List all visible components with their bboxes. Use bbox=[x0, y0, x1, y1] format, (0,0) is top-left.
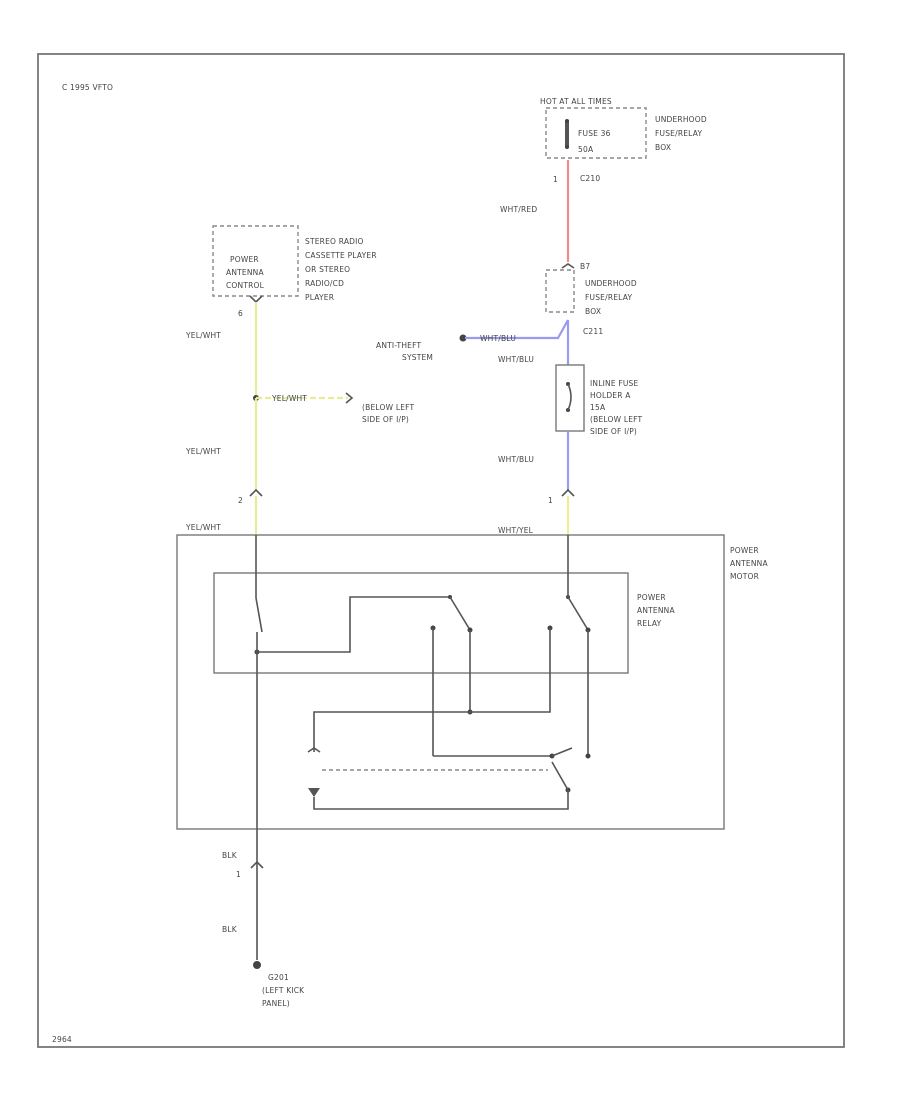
svg-text:MOTOR: MOTOR bbox=[730, 572, 759, 581]
wire-wht-blu-theft bbox=[465, 319, 569, 340]
svg-text:UNDERHOOD: UNDERHOOD bbox=[655, 115, 707, 124]
wire-label-blk-2: BLK bbox=[222, 925, 238, 934]
fuse-36 bbox=[565, 120, 569, 148]
hot-at-all-times-label: HOT AT ALL TIMES bbox=[540, 97, 612, 106]
copyright-label: C 1995 VFTO bbox=[62, 83, 113, 92]
pin-c210: 1 bbox=[553, 175, 558, 184]
svg-text:PLAYER: PLAYER bbox=[305, 293, 334, 302]
svg-text:INLINE FUSE: INLINE FUSE bbox=[590, 379, 639, 388]
svg-text:ANTENNA: ANTENNA bbox=[730, 559, 768, 568]
diagram-frame bbox=[37, 53, 845, 1048]
svg-text:POWER: POWER bbox=[637, 593, 666, 602]
svg-text:POWER: POWER bbox=[230, 255, 259, 264]
svg-text:15A: 15A bbox=[590, 403, 606, 412]
svg-text:ANTENNA: ANTENNA bbox=[226, 268, 264, 277]
svg-text:BOX: BOX bbox=[655, 143, 671, 152]
wire-label-yel-wht-1: YEL/WHT bbox=[185, 331, 221, 340]
stereo-radio: POWER ANTENNA CONTROL STEREO RADIO CASSE… bbox=[212, 225, 377, 304]
wire-label-yel-wht-3: YEL/WHT bbox=[185, 523, 221, 532]
connector-b7: B7 bbox=[580, 262, 590, 271]
wire-label-wht-red: WHT/RED bbox=[500, 205, 537, 214]
power-antenna-motor-box bbox=[176, 534, 725, 830]
anti-theft-label-2: SYSTEM bbox=[402, 353, 433, 362]
svg-text:HOLDER A: HOLDER A bbox=[590, 391, 631, 400]
pin-ground: 1 bbox=[236, 870, 241, 879]
svg-text:UNDERHOOD: UNDERHOOD bbox=[585, 279, 637, 288]
svg-text:FUSE/RELAY: FUSE/RELAY bbox=[655, 129, 702, 138]
inline-fuse-holder: INLINE FUSE HOLDER A 15A (BELOW LEFT SID… bbox=[555, 364, 643, 436]
svg-text:POWER: POWER bbox=[730, 546, 759, 555]
svg-text:(BELOW LEFT: (BELOW LEFT bbox=[590, 415, 643, 424]
footer-code: 2964 bbox=[52, 1035, 72, 1044]
svg-text:(LEFT KICK: (LEFT KICK bbox=[262, 986, 305, 995]
wire-label-blk-1: BLK bbox=[222, 851, 238, 860]
connector-c210: C210 bbox=[580, 174, 600, 183]
wire-label-wht-blu-1: WHT/BLU bbox=[498, 355, 534, 364]
wire-label-wht-yel: WHT/YEL bbox=[498, 526, 534, 535]
wire-label-yel-wht-2: YEL/WHT bbox=[185, 447, 221, 456]
underhood-fuse-box-top: HOT AT ALL TIMES FUSE 36 50A UNDERHOOD F… bbox=[540, 97, 707, 159]
wire-label-wht-blu-theft: WHT/BLU bbox=[480, 334, 516, 343]
power-antenna-relay-box bbox=[213, 572, 629, 674]
anti-theft-label-1: ANTI-THEFT bbox=[376, 341, 421, 350]
svg-text:PANEL): PANEL) bbox=[262, 999, 290, 1008]
wire-label-wht-blu-2: WHT/BLU bbox=[498, 455, 534, 464]
svg-text:BOX: BOX bbox=[585, 307, 601, 316]
pin-motor-left: 2 bbox=[238, 496, 243, 505]
svg-text:SIDE OF I/P): SIDE OF I/P) bbox=[590, 427, 637, 436]
pin-radio: 6 bbox=[238, 309, 243, 318]
splice-anti-theft bbox=[459, 334, 467, 342]
svg-text:OR STEREO: OR STEREO bbox=[305, 265, 350, 274]
connector-c211: C211 bbox=[583, 327, 603, 336]
svg-text:ANTENNA: ANTENNA bbox=[637, 606, 675, 615]
svg-text:RELAY: RELAY bbox=[637, 619, 662, 628]
svg-text:(BELOW LEFT: (BELOW LEFT bbox=[362, 403, 415, 412]
svg-text:CONTROL: CONTROL bbox=[226, 281, 265, 290]
svg-text:G201: G201 bbox=[268, 973, 289, 982]
svg-text:SIDE OF I/P): SIDE OF I/P) bbox=[362, 415, 409, 424]
pin-motor-right: 1 bbox=[548, 496, 553, 505]
svg-text:RADIO/CD: RADIO/CD bbox=[305, 279, 344, 288]
svg-text:FUSE/RELAY: FUSE/RELAY bbox=[585, 293, 632, 302]
svg-text:50A: 50A bbox=[578, 145, 594, 154]
underhood-fuse-box-mid: B7 UNDERHOOD FUSE/RELAY BOX bbox=[545, 262, 637, 316]
svg-text:FUSE 36: FUSE 36 bbox=[578, 129, 611, 138]
motor-internal-wiring bbox=[254, 535, 591, 960]
wire-label-yel-wht-branch: YEL/WHT bbox=[271, 394, 307, 403]
svg-text:CASSETTE PLAYER: CASSETTE PLAYER bbox=[305, 251, 377, 260]
ground-point bbox=[253, 961, 261, 969]
svg-text:STEREO RADIO: STEREO RADIO bbox=[305, 237, 364, 246]
